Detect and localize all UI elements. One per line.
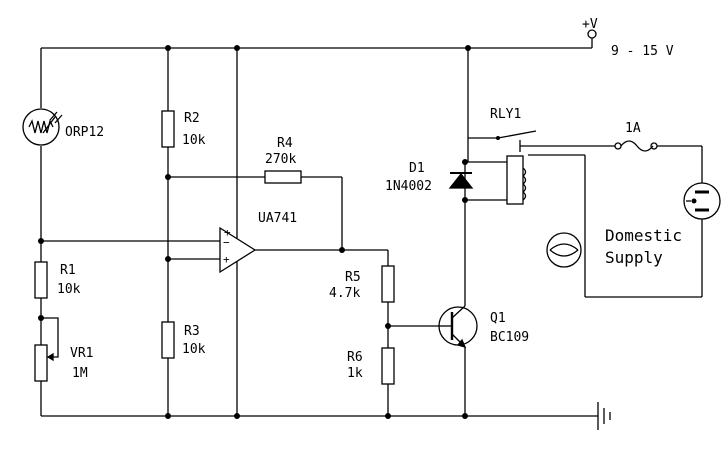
supply-terminal: +V 9 - 15 V [582, 17, 674, 59]
opamp-label: UA741 [258, 211, 297, 226]
r1-ref: R1 [60, 263, 76, 278]
q1-value: BC109 [490, 330, 529, 345]
q1-ref: Q1 [490, 311, 506, 326]
resistor-r1: R1 10k [34, 261, 81, 299]
vr1-ref: VR1 [70, 346, 93, 361]
ground-icon [597, 402, 611, 430]
vr1-value: 1M [72, 366, 88, 381]
resistor-r6: R6 1k [347, 347, 395, 385]
opamp-pin-plus: + [223, 253, 230, 266]
opamp-pin-top: + [224, 226, 231, 239]
r2-ref: R2 [184, 111, 200, 126]
resistor-r3: R3 10k [161, 321, 206, 359]
load-label: Domestic Supply [605, 226, 682, 267]
r1-value: 10k [57, 282, 81, 297]
junction-dots [38, 45, 471, 419]
r5-value: 4.7k [329, 286, 360, 301]
opamp-pin-minus: − [223, 236, 230, 249]
d1-ref: D1 [409, 161, 425, 176]
opamp-ua741: + − + UA741 [219, 211, 297, 274]
r4-value: 270k [265, 152, 296, 167]
transistor-q1: Q1 BC109 [438, 305, 529, 349]
supply-label: +V [582, 17, 598, 32]
r2-value: 10k [182, 133, 206, 148]
r6-value: 1k [347, 366, 363, 381]
r3-value: 10k [182, 342, 206, 357]
ldr-label: ORP12 [65, 125, 104, 140]
relay-ref: RLY1 [490, 107, 521, 122]
potentiometer-vr1: VR1 1M [34, 344, 93, 382]
mains-socket-icon [683, 182, 721, 220]
lamp-icon [546, 232, 582, 268]
diode-d1: D1 1N4002 [385, 161, 474, 194]
r3-ref: R3 [184, 324, 200, 339]
fuse-value: 1A [625, 121, 641, 136]
supply-range: 9 - 15 V [611, 44, 674, 59]
resistor-r4: R4 270k [264, 136, 302, 184]
r4-ref: R4 [277, 136, 293, 151]
load-label-line2: Supply [605, 248, 663, 267]
relay-rly1: RLY1 [490, 107, 527, 205]
d1-value: 1N4002 [385, 179, 432, 194]
ldr-orp12: ORP12 [22, 108, 104, 146]
load-label-line1: Domestic [605, 226, 682, 245]
r5-ref: R5 [345, 270, 361, 285]
wires [40, 47, 703, 417]
r6-ref: R6 [347, 350, 363, 365]
fuse-icon: 1A [614, 121, 658, 152]
resistor-r5: R5 4.7k [329, 265, 395, 303]
resistor-r2: R2 10k [161, 110, 206, 148]
